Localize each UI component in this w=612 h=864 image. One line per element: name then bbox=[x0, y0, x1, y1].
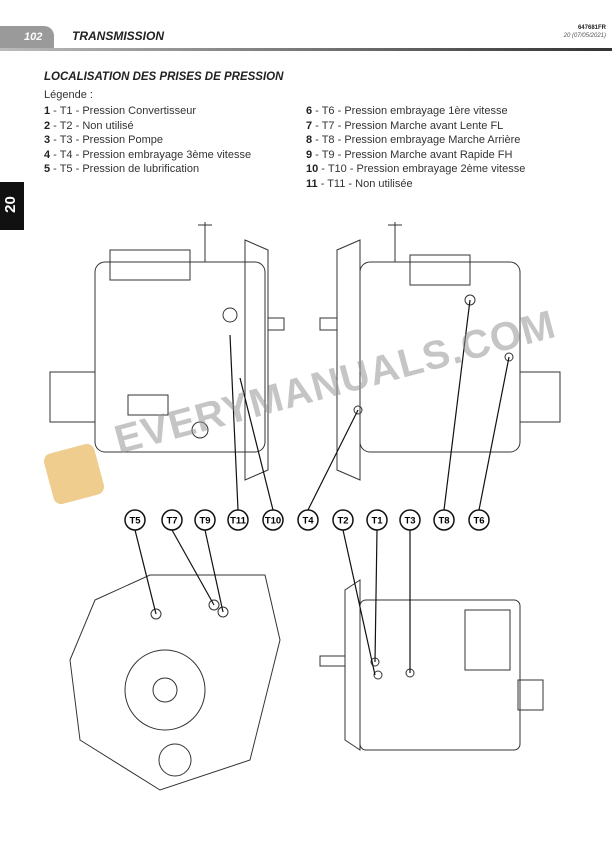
callout-label-t3: T3 bbox=[404, 516, 415, 527]
legend-number: 1 bbox=[44, 105, 51, 117]
callout-label-t7: T7 bbox=[166, 516, 177, 527]
legend-item: 6 - T6 - Pression embrayage 1ère vitesse bbox=[306, 104, 525, 119]
callout-circle bbox=[227, 509, 249, 531]
page-number-tab bbox=[0, 26, 54, 48]
legend-item: 5 - T5 - Pression de lubrification bbox=[44, 162, 251, 177]
leader-line bbox=[307, 409, 359, 511]
legend-number: 7 bbox=[306, 119, 313, 132]
leader-line bbox=[374, 529, 378, 663]
callout-circle bbox=[332, 509, 354, 531]
transmission-view-top bbox=[319, 579, 544, 751]
doc-reference: 647681FR bbox=[577, 25, 606, 31]
callout-label-t10: T10 bbox=[265, 516, 281, 527]
legend-text: - T8 - Pression embrayage Marche Arrière bbox=[312, 134, 521, 147]
legend-number: 3 bbox=[44, 134, 51, 147]
revision-date: 20 (07/05/2021) bbox=[563, 33, 606, 39]
page-heading: LOCALISATION DES PRISES DE PRESSION bbox=[44, 71, 284, 83]
legend-text: - T5 - Pression de lubrification bbox=[50, 163, 200, 176]
callout-label-t8: T8 bbox=[438, 516, 449, 527]
legend-number: 9 bbox=[306, 148, 313, 161]
legend-number: 6 bbox=[306, 105, 313, 117]
legend-item: 10 - T10 - Pression embrayage 2ème vites… bbox=[306, 162, 525, 177]
page-number: 102 bbox=[24, 31, 43, 43]
legend-text: - T7 - Pression Marche avant Lente FL bbox=[312, 119, 504, 132]
legend-number: 2 bbox=[44, 119, 51, 132]
legend-text: - T2 - Non utilisé bbox=[50, 119, 134, 132]
callout-label-t2: T2 bbox=[337, 516, 348, 527]
legend-number: 5 bbox=[44, 163, 51, 176]
legend-number: 8 bbox=[306, 134, 313, 147]
callout-circle bbox=[161, 509, 183, 531]
leader-line bbox=[443, 299, 471, 511]
legend-item: 2 - T2 - Non utilisé bbox=[44, 119, 251, 134]
legend-item: 1 - T1 - Pression Convertisseur bbox=[44, 104, 251, 119]
callout-circle bbox=[262, 509, 284, 531]
legend-number: 4 bbox=[44, 148, 51, 161]
legend-text: - T11 - Non utilisée bbox=[317, 177, 413, 190]
legend-column-2: 6 - T6 - Pression embrayage 1ère vitesse… bbox=[306, 104, 525, 192]
legend-text: - T6 - Pression embrayage 1ère vitesse bbox=[312, 105, 508, 117]
section-title: TRANSMISSION bbox=[72, 29, 165, 43]
legend-item: 4 - T4 - Pression embrayage 3ème vitesse bbox=[44, 148, 251, 163]
transmission-view-side-right bbox=[319, 222, 561, 481]
callout-circle bbox=[124, 509, 146, 531]
chapter-tab: 20 bbox=[0, 182, 24, 230]
legend-item: 9 - T9 - Pression Marche avant Rapide FH bbox=[306, 148, 525, 163]
legend-text: - T1 - Pression Convertisseur bbox=[50, 105, 197, 117]
callout-circle bbox=[433, 509, 455, 531]
leader-line bbox=[478, 356, 510, 511]
legend-number: 10 bbox=[306, 163, 319, 176]
legend-number: 11 bbox=[306, 177, 318, 190]
legend-text: - T9 - Pression Marche avant Rapide FH bbox=[312, 148, 513, 161]
callout-label-t5: T5 bbox=[129, 516, 141, 527]
callout-label-t6: T6 bbox=[473, 516, 484, 527]
callout-label-t9: T9 bbox=[199, 516, 210, 527]
leader-line bbox=[239, 377, 274, 511]
leader-line bbox=[342, 529, 376, 676]
legend-item: 7 - T7 - Pression Marche avant Lente FL bbox=[306, 119, 525, 134]
legend-text: - T10 - Pression embrayage 2ème vitesse bbox=[318, 163, 526, 176]
legend-item: 3 - T3 - Pression Pompe bbox=[44, 133, 251, 148]
legend-item: 11 - T11 - Non utilisée bbox=[306, 177, 525, 192]
leader-line bbox=[171, 529, 215, 606]
leader-line bbox=[229, 334, 239, 511]
callout-circle bbox=[366, 509, 388, 531]
leader-line bbox=[204, 529, 224, 613]
callout-circle bbox=[194, 509, 216, 531]
callout-circle bbox=[468, 509, 490, 531]
callout-label-t11: T11 bbox=[230, 516, 247, 527]
callout-label-t1: T1 bbox=[371, 516, 383, 527]
legend-item: 8 - T8 - Pression embrayage Marche Arriè… bbox=[306, 133, 525, 148]
callout-circle bbox=[399, 509, 421, 531]
legend-text: - T3 - Pression Pompe bbox=[50, 134, 164, 147]
callout-circle bbox=[297, 509, 319, 531]
legend-text: - T4 - Pression embrayage 3ème vitesse bbox=[50, 148, 252, 161]
callout-label-t4: T4 bbox=[302, 516, 314, 527]
legend-heading: Légende : bbox=[44, 89, 93, 101]
leader-line bbox=[134, 529, 157, 615]
transmission-view-front bbox=[69, 574, 281, 791]
header-divider bbox=[0, 48, 612, 51]
